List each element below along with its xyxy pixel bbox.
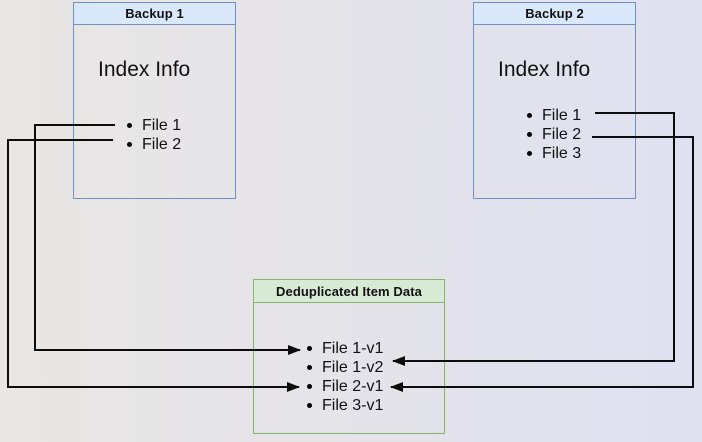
backup2-box: Backup 2 Index Info File 1 File 2 File 3 [473, 2, 636, 199]
backup2-file2-label: File 2 [542, 126, 582, 143]
bullet-icon [527, 151, 532, 156]
backup1-file1-label: File 1 [142, 117, 182, 134]
backup1-file-list: File 1 File 2 [74, 116, 235, 154]
list-item: File 1-v2 [254, 358, 444, 377]
bullet-icon [307, 384, 312, 389]
dedup-file3v1-label: File 3-v1 [322, 397, 384, 414]
list-item: File 1 [474, 106, 635, 125]
dedup-file-list: File 1-v1 File 1-v2 File 2-v1 File 3-v1 [254, 339, 444, 415]
bullet-icon [527, 113, 532, 118]
list-item: File 1-v1 [254, 339, 444, 358]
backup2-file1-label: File 1 [542, 107, 582, 124]
dedup-file1v2-label: File 1-v2 [322, 359, 384, 376]
backup1-title: Backup 1 [74, 3, 235, 25]
backup2-index-info-label: Index Info [498, 58, 591, 81]
list-item: File 1 [74, 116, 235, 135]
dedup-file1v1-label: File 1-v1 [322, 340, 384, 357]
bullet-icon [527, 132, 532, 137]
list-item: File 2 [474, 125, 635, 144]
list-item: File 2-v1 [254, 377, 444, 396]
dedup-box: Deduplicated Item Data File 1-v1 File 1-… [253, 279, 445, 434]
bullet-icon [127, 142, 132, 147]
dedup-title: Deduplicated Item Data [254, 280, 444, 303]
dedup-file2v1-label: File 2-v1 [322, 378, 384, 395]
list-item: File 2 [74, 135, 235, 154]
bullet-icon [307, 365, 312, 370]
bullet-icon [307, 403, 312, 408]
list-item: File 3 [474, 144, 635, 163]
backup1-index-info-label: Index Info [98, 58, 191, 81]
backup1-file2-label: File 2 [142, 136, 182, 153]
backup2-file-list: File 1 File 2 File 3 [474, 106, 635, 163]
bullet-icon [307, 346, 312, 351]
backup2-file3-label: File 3 [542, 145, 582, 162]
list-item: File 3-v1 [254, 396, 444, 415]
backup1-box: Backup 1 Index Info File 1 File 2 [73, 2, 236, 199]
backup2-title: Backup 2 [474, 3, 635, 25]
bullet-icon [127, 123, 132, 128]
